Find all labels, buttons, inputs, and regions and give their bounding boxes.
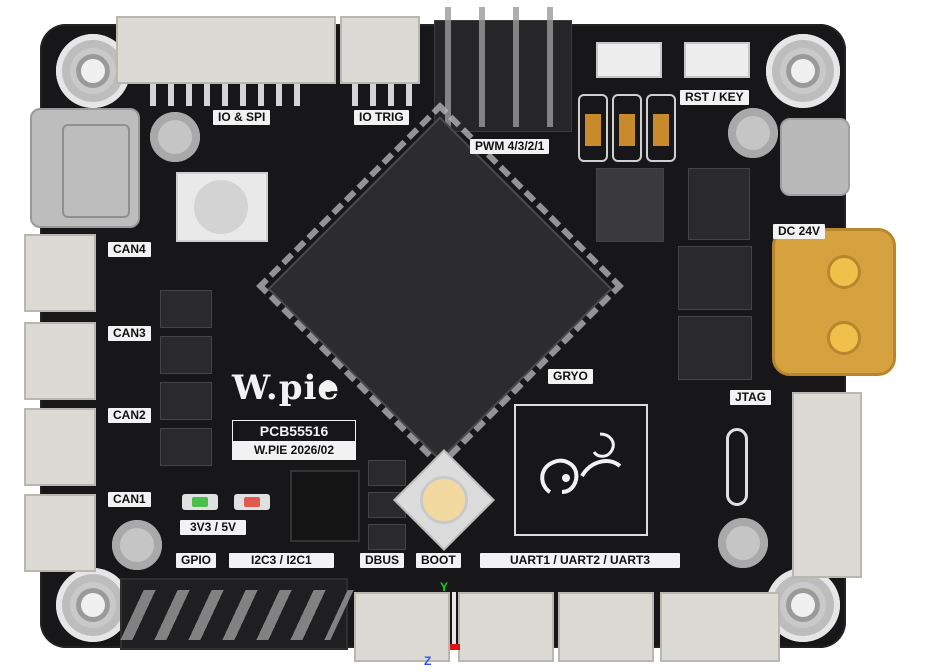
label-dc24v: DC 24V	[773, 224, 826, 239]
label-gpio: GPIO	[176, 553, 217, 568]
usb-c-connector[interactable]	[30, 108, 140, 228]
standoff-bottom-right	[718, 518, 768, 568]
can-transceiver-2	[160, 336, 212, 374]
standoff-bottom-left	[112, 520, 162, 570]
uart1-connector[interactable]	[458, 592, 554, 662]
standoff-top-left	[150, 112, 200, 162]
boot-button[interactable]	[420, 476, 468, 524]
rgb-led	[176, 172, 268, 242]
axis-z-label: Z	[424, 654, 432, 668]
axis-y-line	[452, 592, 456, 646]
label-io-spi: IO & SPI	[213, 110, 271, 125]
label-boot: BOOT	[416, 553, 461, 568]
eeprom-ic	[688, 168, 750, 240]
label-can2: CAN2	[108, 408, 151, 423]
logo-dot	[322, 380, 334, 392]
jtag-connector[interactable]	[792, 392, 862, 578]
led-red	[234, 494, 270, 510]
can1-connector[interactable]	[24, 494, 96, 572]
label-can3: CAN3	[108, 326, 151, 341]
power-regulator	[290, 470, 360, 542]
label-rst-key: RST / KEY	[680, 90, 749, 105]
can4-connector[interactable]	[24, 234, 96, 312]
capacitor-1	[578, 94, 608, 162]
wpie-logo-icon: W.pie	[232, 368, 341, 408]
rst-switch[interactable]	[596, 42, 662, 78]
label-vsel: 3V3 / 5V	[180, 520, 247, 535]
snoopy-silkscreen-icon	[540, 432, 622, 494]
crystal	[726, 428, 748, 506]
label-uart: UART1 / UART2 / UART3	[480, 553, 681, 568]
label-pwm: PWM 4/3/2/1	[470, 139, 550, 154]
mosfet-1	[678, 246, 752, 310]
key-switch[interactable]	[684, 42, 750, 78]
mounting-hole-bottom-left	[56, 568, 130, 642]
can-transceiver-1	[160, 290, 212, 328]
led-green	[182, 494, 218, 510]
pwm-header[interactable]	[434, 7, 572, 132]
io-trig-connector[interactable]	[340, 16, 420, 84]
xt-power-connector[interactable]	[772, 228, 896, 376]
uart3-connector[interactable]	[660, 592, 780, 662]
label-can1: CAN1	[108, 492, 151, 507]
label-io-trig: IO TRIG	[354, 110, 409, 125]
can2-connector[interactable]	[24, 408, 96, 486]
label-can4: CAN4	[108, 242, 151, 257]
can3-connector[interactable]	[24, 322, 96, 400]
dbus-connector[interactable]	[354, 592, 450, 662]
power-inductor	[780, 118, 850, 196]
uart2-connector[interactable]	[558, 592, 654, 662]
mounting-hole-top-right	[766, 34, 840, 108]
can-transceiver-4	[160, 428, 212, 466]
label-gryo: GRYO	[548, 369, 593, 384]
label-dbus: DBUS	[360, 553, 405, 568]
io-trig-pins	[352, 84, 412, 106]
board-revision: W.PIE 2026/02	[233, 441, 355, 459]
smd-1	[368, 460, 406, 486]
io-spi-connector[interactable]	[116, 16, 336, 84]
smd-3	[368, 524, 406, 550]
axis-x-marker	[450, 644, 460, 650]
gpio-i2c-header[interactable]	[120, 578, 354, 650]
gyro-ic-socket	[596, 168, 664, 242]
mosfet-2	[678, 316, 752, 380]
board-model: PCB55516	[259, 423, 329, 439]
capacitor-2	[612, 94, 642, 162]
label-i2c: I2C3 / I2C1	[229, 553, 334, 568]
axis-y-label: Y	[440, 580, 449, 594]
snoopy-silkscreen-box	[514, 404, 648, 536]
io-spi-pins	[150, 84, 310, 106]
standoff-top-right	[728, 108, 778, 158]
capacitor-3	[646, 94, 676, 162]
can-transceiver-3	[160, 382, 212, 420]
label-jtag: JTAG	[730, 390, 772, 405]
board-id-box: PCB55516 W.PIE 2026/02	[232, 420, 356, 460]
